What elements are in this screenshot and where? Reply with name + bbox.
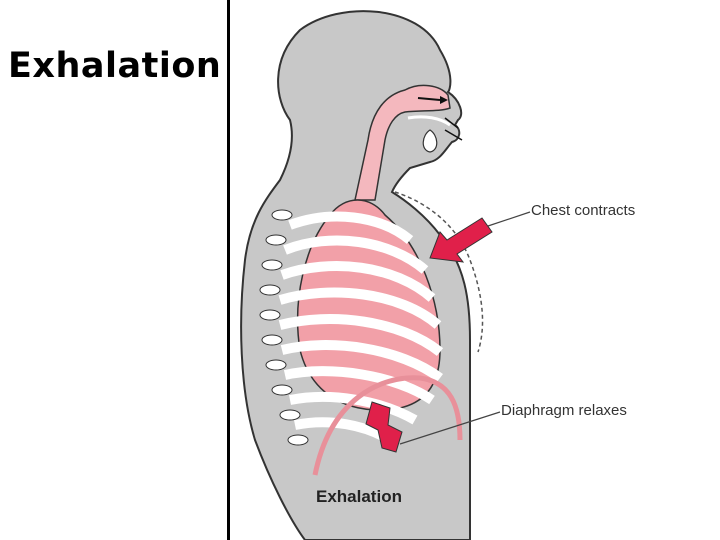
airway	[354, 84, 451, 201]
exhalation-anatomy-diagram	[240, 10, 531, 540]
vertical-divider	[227, 0, 230, 540]
diaphragm	[312, 375, 463, 476]
chest-arrow	[429, 217, 493, 263]
spine	[259, 209, 309, 446]
slide-title: Exhalation	[8, 46, 222, 86]
diaphragm-arrow	[365, 401, 403, 453]
chest-contracts-label: Chest contracts	[531, 202, 636, 219]
diagram-caption: Exhalation	[316, 487, 402, 506]
diaphragm-relaxes-label: Diaphragm relaxes	[501, 402, 627, 419]
rib-cage	[278, 211, 444, 445]
